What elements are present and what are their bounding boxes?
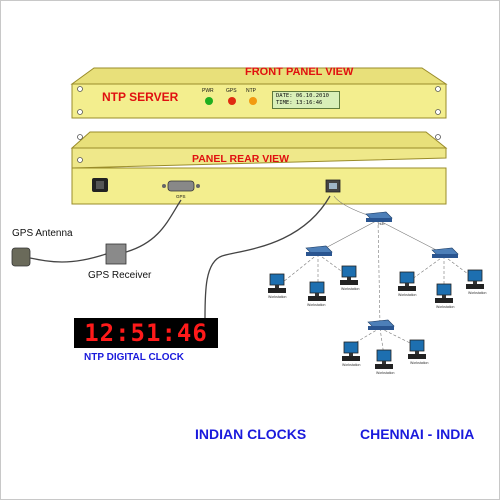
workstation-icon xyxy=(308,281,326,301)
switch-left xyxy=(305,245,333,256)
front-rack-hole-bl xyxy=(77,109,83,115)
workstation-label: Workstation xyxy=(468,291,487,295)
antenna-cable xyxy=(29,253,107,263)
ntp-server-label: NTP SERVER xyxy=(102,90,179,104)
ntp-led-icon xyxy=(249,97,257,105)
front-rack-hole-tr xyxy=(435,86,441,92)
ntp-digital-clock-label: NTP DIGITAL CLOCK xyxy=(84,352,184,363)
workstation-label: Workstation xyxy=(342,363,361,367)
gps-receiver-icon xyxy=(105,243,127,265)
network-switches xyxy=(305,211,459,330)
front-rack-hole-tl xyxy=(77,86,83,92)
workstation-label: Workstation xyxy=(268,295,287,299)
front-panel xyxy=(70,67,448,119)
rear-rack-hole-tr xyxy=(435,134,441,140)
gps-receiver-label: GPS Receiver xyxy=(88,270,152,281)
rear-rack-hole-bl xyxy=(77,157,83,163)
pwr-led-icon xyxy=(205,97,213,105)
front-panel-view-label: FRONT PANEL VIEW xyxy=(245,66,354,78)
gps-port-screw-left xyxy=(162,184,166,188)
gps-antenna-label: GPS Antenna xyxy=(12,228,73,239)
switch-right xyxy=(431,247,459,258)
gps-serial-port xyxy=(167,180,195,192)
ethernet-port-jack xyxy=(329,183,337,189)
front-panel-face xyxy=(71,83,447,119)
rear-panel-top xyxy=(70,131,448,149)
led-label-ntp: NTP xyxy=(246,88,256,94)
location-label: CHENNAI - INDIA xyxy=(360,426,475,442)
power-socket-pins xyxy=(96,181,104,189)
ntp-digital-clock-display: 12:51:46 xyxy=(74,318,218,348)
clock-network-cable xyxy=(204,195,331,319)
workstations xyxy=(268,265,484,369)
rear-rack-hole-tl xyxy=(77,134,83,140)
workstation-label: Workstation xyxy=(341,287,360,291)
workstation-icon xyxy=(340,265,358,285)
lcd-time: TIME: 13:16:46 xyxy=(276,100,323,106)
workstation-icon xyxy=(342,341,360,361)
front-rack-hole-br xyxy=(435,109,441,115)
receiver-to-server-cable xyxy=(125,199,182,253)
gps-port-screw-right xyxy=(196,184,200,188)
rear-panel-face xyxy=(71,167,447,205)
workstation-label: Workstation xyxy=(398,293,417,297)
led-label-pwr: PWR xyxy=(202,88,214,94)
switch-label: Hub xyxy=(378,222,385,226)
workstation-label: Workstation xyxy=(307,303,326,307)
lcd-date: DATE: 06.10.2010 xyxy=(276,93,329,99)
workstation-label: Workstation xyxy=(436,305,455,309)
led-label-gps: GPS xyxy=(226,88,237,94)
workstation-label: Workstation xyxy=(410,361,429,365)
workstation-icon xyxy=(268,273,286,293)
workstation-icon xyxy=(435,283,453,303)
switch-bottom xyxy=(367,319,395,330)
rear-panel-slope xyxy=(71,147,447,169)
workstation-label: Workstation xyxy=(376,371,395,375)
gps-led-icon xyxy=(228,97,236,105)
gps-hardware xyxy=(11,199,182,267)
gps-port-label: GPS xyxy=(176,194,186,199)
rear-panel xyxy=(70,131,448,205)
switch-main xyxy=(365,211,393,222)
gps-antenna-icon xyxy=(11,247,31,267)
workstation-icon xyxy=(398,271,416,291)
brand-label: INDIAN CLOCKS xyxy=(195,426,307,442)
panel-rear-view-label: PANEL REAR VIEW xyxy=(192,153,290,165)
workstation-icon xyxy=(375,349,393,369)
workstation-icon xyxy=(408,339,426,359)
workstation-icon xyxy=(466,269,484,289)
lcd-display: DATE: 06.10.2010 TIME: 13:16:46 xyxy=(272,91,340,109)
